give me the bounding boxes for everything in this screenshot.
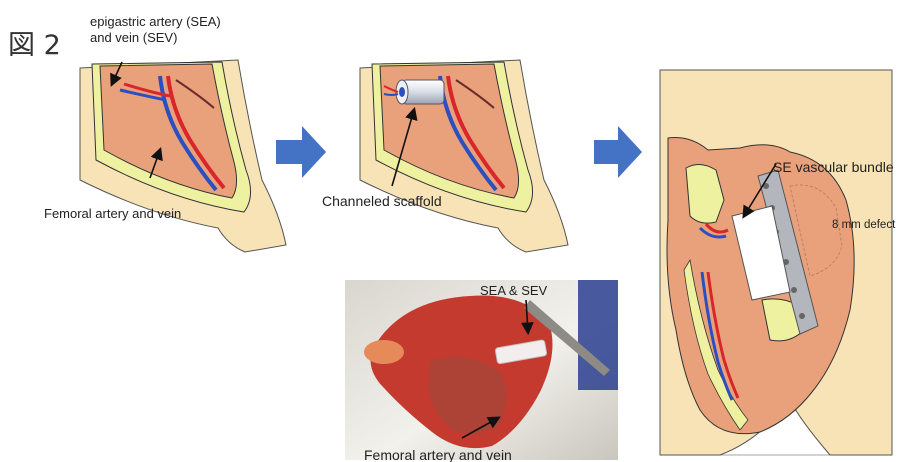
photo-tissue-flap — [364, 340, 404, 364]
panel-2-label-scaffold: Channeled scaffold — [322, 193, 442, 209]
surgical-photo — [345, 280, 618, 460]
panel-1-diagram — [80, 60, 286, 252]
panel-2-diagram — [360, 60, 568, 252]
panel-1-label-top-line1: epigastric artery (SEA) — [90, 14, 221, 29]
panel-3-label-defect: 8 mm defect — [832, 219, 896, 231]
flow-arrow-1 — [276, 126, 326, 178]
flow-arrow-2 — [594, 126, 642, 178]
panel-3-diagram — [660, 70, 892, 455]
panel-1-label-bottom: Femoral artery and vein — [44, 206, 181, 221]
figure-label: 図 2 — [8, 30, 61, 61]
photo-label-top: SEA & SEV — [480, 283, 548, 298]
panel-1-label-top-line2: and vein (SEV) — [90, 30, 177, 45]
panel-3-label-bundle: SE vascular bundle — [773, 159, 894, 175]
photo-label-bottom: Femoral artery and vein — [364, 447, 512, 462]
